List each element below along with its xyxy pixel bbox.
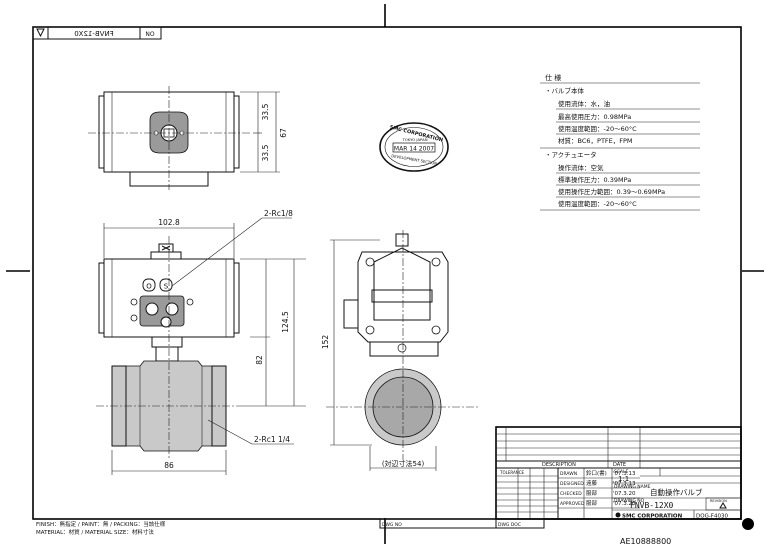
- stamp-location: TOKYO JAPAN: [401, 137, 427, 142]
- tb-scale-value: 1:1: [618, 475, 629, 483]
- tb-drawing-no-label: DRAWING NO: [614, 498, 645, 504]
- tb-scale-label: SCALE: [614, 469, 629, 475]
- tb-drawing-name-label: DRAWING NAME: [614, 484, 651, 490]
- spec-heading: 仕 様: [545, 73, 561, 82]
- tb-doc-code: DOG-F4030: [696, 514, 728, 520]
- spec-actuator-row: 標準操作圧力：0.39MPa: [558, 175, 631, 184]
- tab-no-label: NO: [145, 31, 154, 38]
- port-label-s: S: [164, 283, 169, 291]
- spec-valve-row: 使用温度範囲：-20～60°C: [558, 124, 637, 133]
- spec-valve-row: 最高使用圧力：0.98MPa: [558, 112, 631, 121]
- dim-152: 152: [321, 335, 330, 350]
- tb-checked-label: CHECKED: [560, 491, 582, 497]
- tb-revision-label: REVISION: [710, 499, 727, 503]
- tb-checked-name: 服部: [586, 489, 598, 497]
- spec-actuator-heading: ・アクチュエータ: [545, 150, 597, 159]
- tb-company: SMC CORPORATION: [622, 514, 683, 520]
- dim-33-5-lower: 33.5: [261, 144, 270, 161]
- dim-across-flats: (対辺寸法54): [382, 459, 425, 468]
- port-label-o: O: [146, 283, 152, 291]
- spec-actuator-row: 使用温度範囲：-20～60°C: [558, 199, 637, 208]
- callout-port-bottom: 2-Rc1 1/4: [254, 435, 290, 444]
- front-view: 102.8 O S: [96, 209, 306, 475]
- dim-124-5: 124.5: [281, 311, 290, 333]
- spec-valve-heading: ・バルブ本体: [545, 86, 585, 95]
- tb-drawn-label: DRAWN: [560, 471, 577, 477]
- tb-drawing-no: FNVB-12X0: [630, 501, 674, 510]
- stamp-date: MAR 14 2007: [394, 146, 434, 153]
- tb-checked-date: '07.3.20: [613, 491, 636, 497]
- drawing-number-tab: FNVB-12X0 NO: [32, 26, 162, 40]
- tb-designed-name: 遠藤: [586, 479, 598, 487]
- footer-line-1: FINISH：無指定 / PAINT：無 / PACKING：当該仕様: [36, 520, 166, 528]
- dwg-no-left: DWG NO: [382, 522, 402, 528]
- dwg-doc: DWG DOC: [498, 522, 521, 528]
- tb-tolerance-label: TOLERANCE: [499, 470, 524, 475]
- dim-86: 86: [164, 461, 174, 470]
- tb-drawing-name: 自動操作バルブ: [650, 487, 703, 497]
- tb-drawn-date: '07.3.13: [613, 471, 636, 477]
- spec-valve-row: 材質：BC6，PTFE，FPM: [558, 136, 633, 145]
- tb-description-label: DESCRIPTION: [542, 462, 576, 468]
- title-block: DESCRIPTION DATE TOLERANCE DRAWN 鈴口(書) '…: [495, 426, 742, 520]
- spec-valve-row: 使用流体：水，油: [558, 99, 610, 108]
- dim-67: 67: [279, 128, 288, 138]
- dim-33-5-upper: 33.5: [261, 103, 270, 120]
- tab-mirrored-number: FNVB-12X0: [74, 30, 114, 38]
- tb-designed-date: '07.3.13: [613, 481, 636, 487]
- registration-marks: [6, 4, 764, 544]
- stamp-department: DEVELOPMENT SECTION: [391, 153, 438, 166]
- footer-line-2: MATERIAL：材質 / MATERIAL SIZE：材料寸法: [36, 528, 154, 536]
- tb-approved-name: 服部: [586, 499, 598, 507]
- specifications-table: 仕 様 ・バルブ本体 使用流体：水，油 最高使用圧力：0.98MPa 使用温度範…: [540, 73, 700, 211]
- spec-actuator-row: 操作流体：空気: [558, 163, 604, 172]
- tb-designed-label: DESIGNED: [560, 481, 584, 487]
- dim-102-8: 102.8: [158, 218, 180, 227]
- dim-82: 82: [255, 355, 264, 365]
- tb-approved-date: '07.3.20: [613, 501, 636, 507]
- bottom-id: AE10888800: [620, 537, 671, 546]
- tb-drawn-name: 鈴口(書): [586, 469, 607, 477]
- side-view: 152 (対辺寸法54): [321, 230, 480, 471]
- top-view: 33.5 33.5 67: [88, 86, 288, 190]
- bottom-strip: DWG NO DWG DOC FINISH：無指定 / PAINT：無 / PA…: [36, 518, 754, 546]
- callout-port-top: 2-Rc1/8: [264, 209, 293, 218]
- tb-date-label: DATE: [613, 462, 626, 468]
- approval-stamp: SMC CORPORATION TOKYO JAPAN MAR 14 2007 …: [379, 122, 449, 172]
- tb-approved-label: APPROVED: [560, 501, 585, 507]
- spec-actuator-row: 使用操作圧力範囲：0.39～0.69MPa: [558, 187, 665, 196]
